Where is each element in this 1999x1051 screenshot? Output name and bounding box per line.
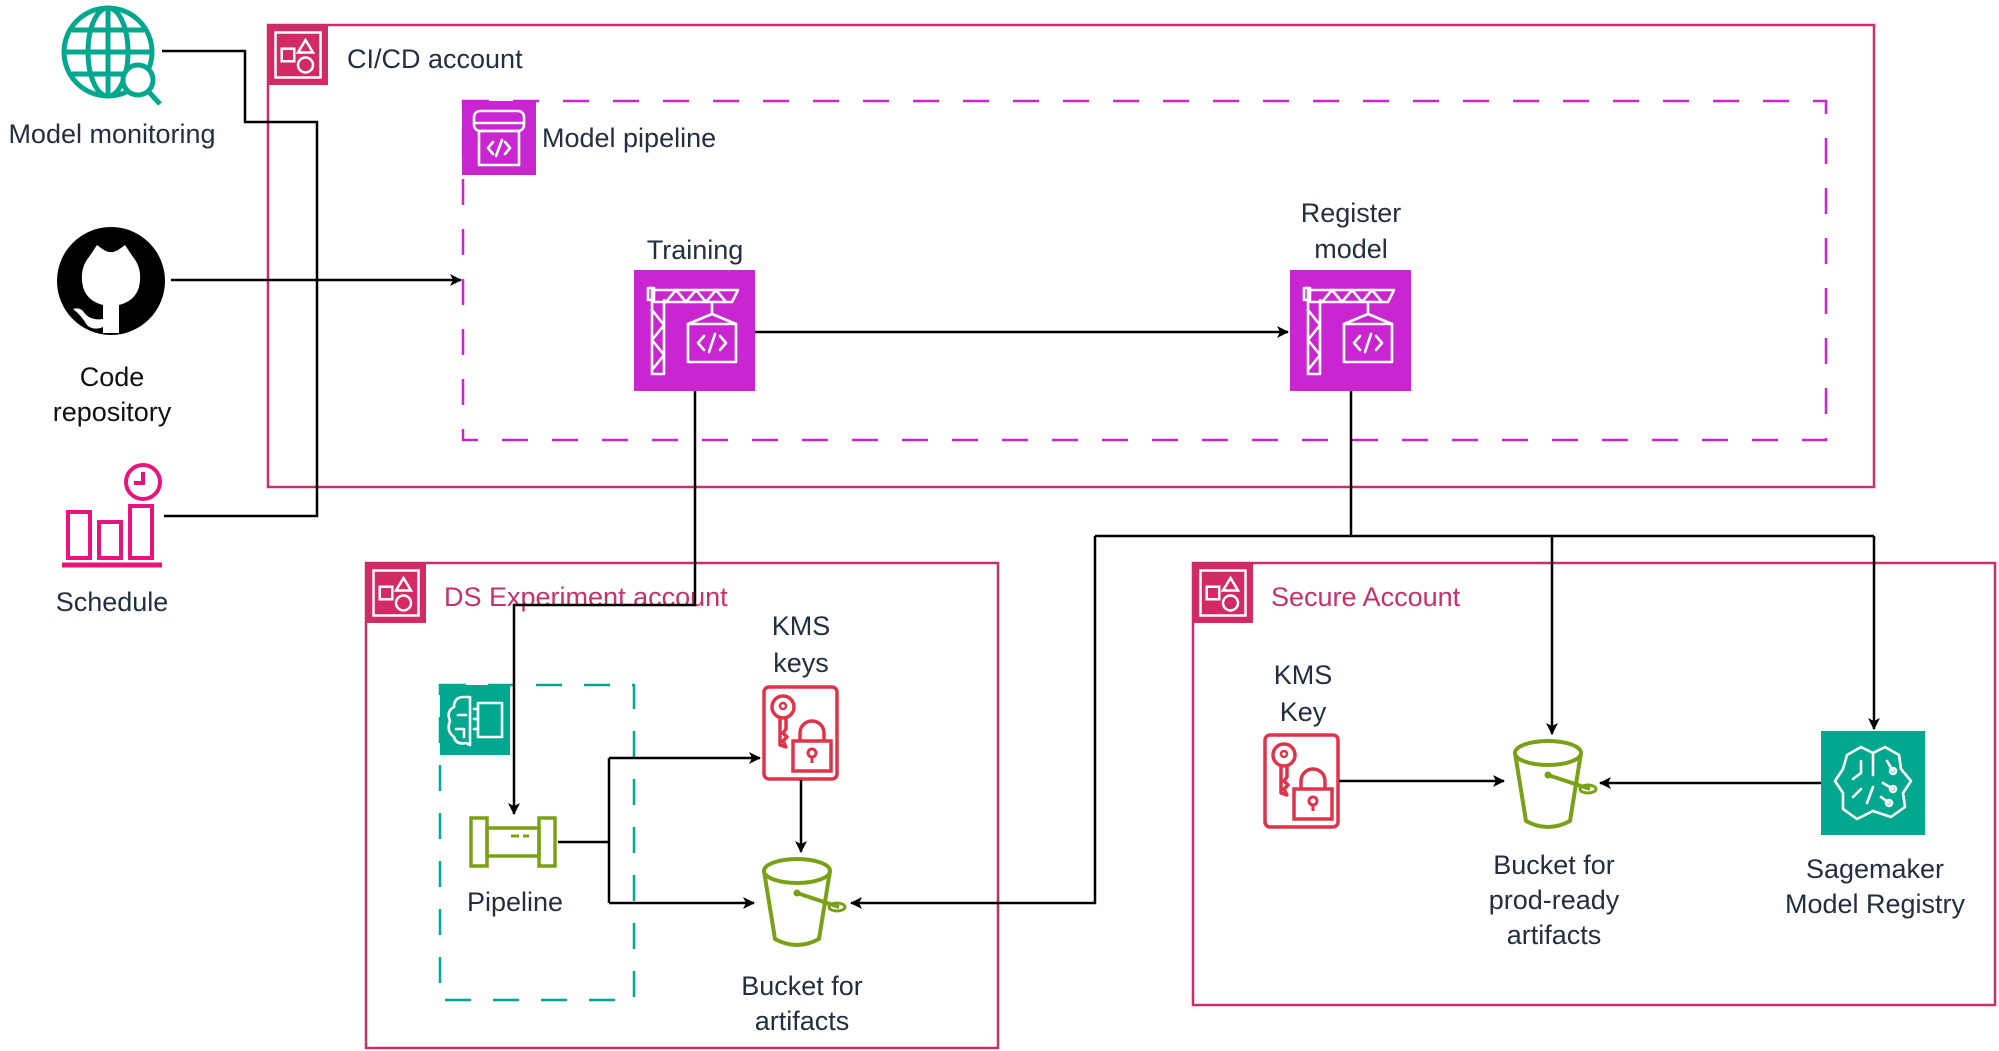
kms-key-lock-icon xyxy=(762,685,839,781)
code-repository-label-line1: Code xyxy=(80,362,145,392)
registry-label-line1: Sagemaker xyxy=(1806,854,1944,884)
account-group-icon xyxy=(366,563,426,623)
training-label: Training xyxy=(647,235,744,265)
connector-monitoring-merge xyxy=(162,49,319,280)
s3-bucket-icon xyxy=(762,857,847,947)
ds-account-border xyxy=(364,561,1000,1050)
account-group-icon xyxy=(1193,563,1253,623)
ds-kms-keys-node[interactable]: KMS keys xyxy=(762,611,839,781)
ds-bucket-node[interactable]: Bucket for artifacts xyxy=(741,857,863,1036)
schedule-node[interactable]: Schedule xyxy=(56,463,169,617)
registry-label-line2: Model Registry xyxy=(1785,889,1966,919)
studio-dashed-group xyxy=(438,683,636,1002)
secure-account-title: Secure Account xyxy=(1271,582,1461,612)
secure-kms-label-line1: KMS xyxy=(1274,660,1333,690)
globe-search-icon xyxy=(61,5,162,106)
register-model-label-line1: Register xyxy=(1301,198,1402,228)
secure-account-border xyxy=(1191,561,1997,1007)
training-node[interactable]: Training xyxy=(634,235,755,391)
code-pipeline-icon xyxy=(462,101,536,175)
model-monitoring-node[interactable]: Model monitoring xyxy=(8,5,216,149)
model-pipeline-title: Model pipeline xyxy=(542,123,716,153)
cicd-account-title: CI/CD account xyxy=(347,44,523,74)
ds-kms-label-line2: keys xyxy=(773,648,829,678)
account-group-icon xyxy=(268,25,328,85)
prod-bucket-label-line2: prod-ready xyxy=(1489,885,1620,915)
connectors xyxy=(162,49,1880,909)
ds-bucket-label-line1: Bucket for xyxy=(741,971,863,1001)
cicd-account-group: CI/CD account Model pipeline Training xyxy=(266,23,1876,489)
prod-bucket-label-line1: Bucket for xyxy=(1493,850,1615,880)
schedule-label: Schedule xyxy=(56,587,169,617)
secure-kms-key-node[interactable]: KMS Key xyxy=(1263,660,1340,829)
connector-register-to-ds-bucket xyxy=(850,536,1097,909)
register-model-label-line2: model xyxy=(1314,234,1388,264)
register-model-node[interactable]: Register model xyxy=(1290,198,1411,391)
secure-account-group: Secure Account KMS Key Bucket for prod-r… xyxy=(1191,561,1997,1007)
s3-bucket-icon xyxy=(1513,739,1598,829)
pipeline-icon xyxy=(469,816,557,868)
ds-experiment-account-group: DS Experiment account Pipeline KMS keys xyxy=(364,561,1000,1050)
code-repository-node[interactable]: Code repository xyxy=(53,227,172,427)
sagemaker-studio-icon xyxy=(440,685,510,755)
ds-bucket-label-line2: artifacts xyxy=(755,1006,850,1036)
code-repository-label-line2: repository xyxy=(53,397,172,427)
sagemaker-brain-icon xyxy=(1821,731,1925,835)
secure-kms-label-line2: Key xyxy=(1280,697,1327,727)
crane-code-icon xyxy=(634,270,755,391)
prod-bucket-label-line3: artifacts xyxy=(1507,920,1602,950)
connector-training-to-ds-pipeline xyxy=(508,391,697,815)
schedule-chart-clock-icon xyxy=(62,463,162,568)
prod-bucket-node[interactable]: Bucket for prod-ready artifacts xyxy=(1489,739,1620,950)
cicd-account-border xyxy=(266,23,1876,489)
ds-kms-label-line1: KMS xyxy=(772,611,831,641)
model-pipeline-group: Model pipeline Training Register model xyxy=(461,99,1828,442)
model-monitoring-label: Model monitoring xyxy=(8,119,215,149)
pipeline-label: Pipeline xyxy=(467,887,563,917)
github-icon xyxy=(57,227,165,335)
model-registry-node[interactable]: Sagemaker Model Registry xyxy=(1785,731,1966,919)
ds-account-title: DS Experiment account xyxy=(444,582,728,612)
kms-key-lock-icon xyxy=(1263,733,1340,829)
pipeline-node[interactable]: Pipeline xyxy=(467,816,563,917)
crane-code-icon xyxy=(1290,270,1411,391)
connector-schedule-merge xyxy=(164,280,319,518)
